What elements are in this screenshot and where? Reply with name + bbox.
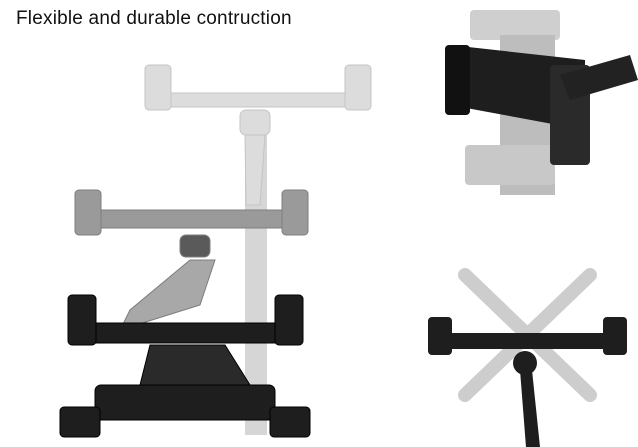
main-mount-illustration <box>59 64 372 438</box>
page-title: Flexible and durable contruction <box>16 8 292 29</box>
rotation-illustration <box>428 268 627 447</box>
clamp-closeup-illustration <box>445 10 638 195</box>
